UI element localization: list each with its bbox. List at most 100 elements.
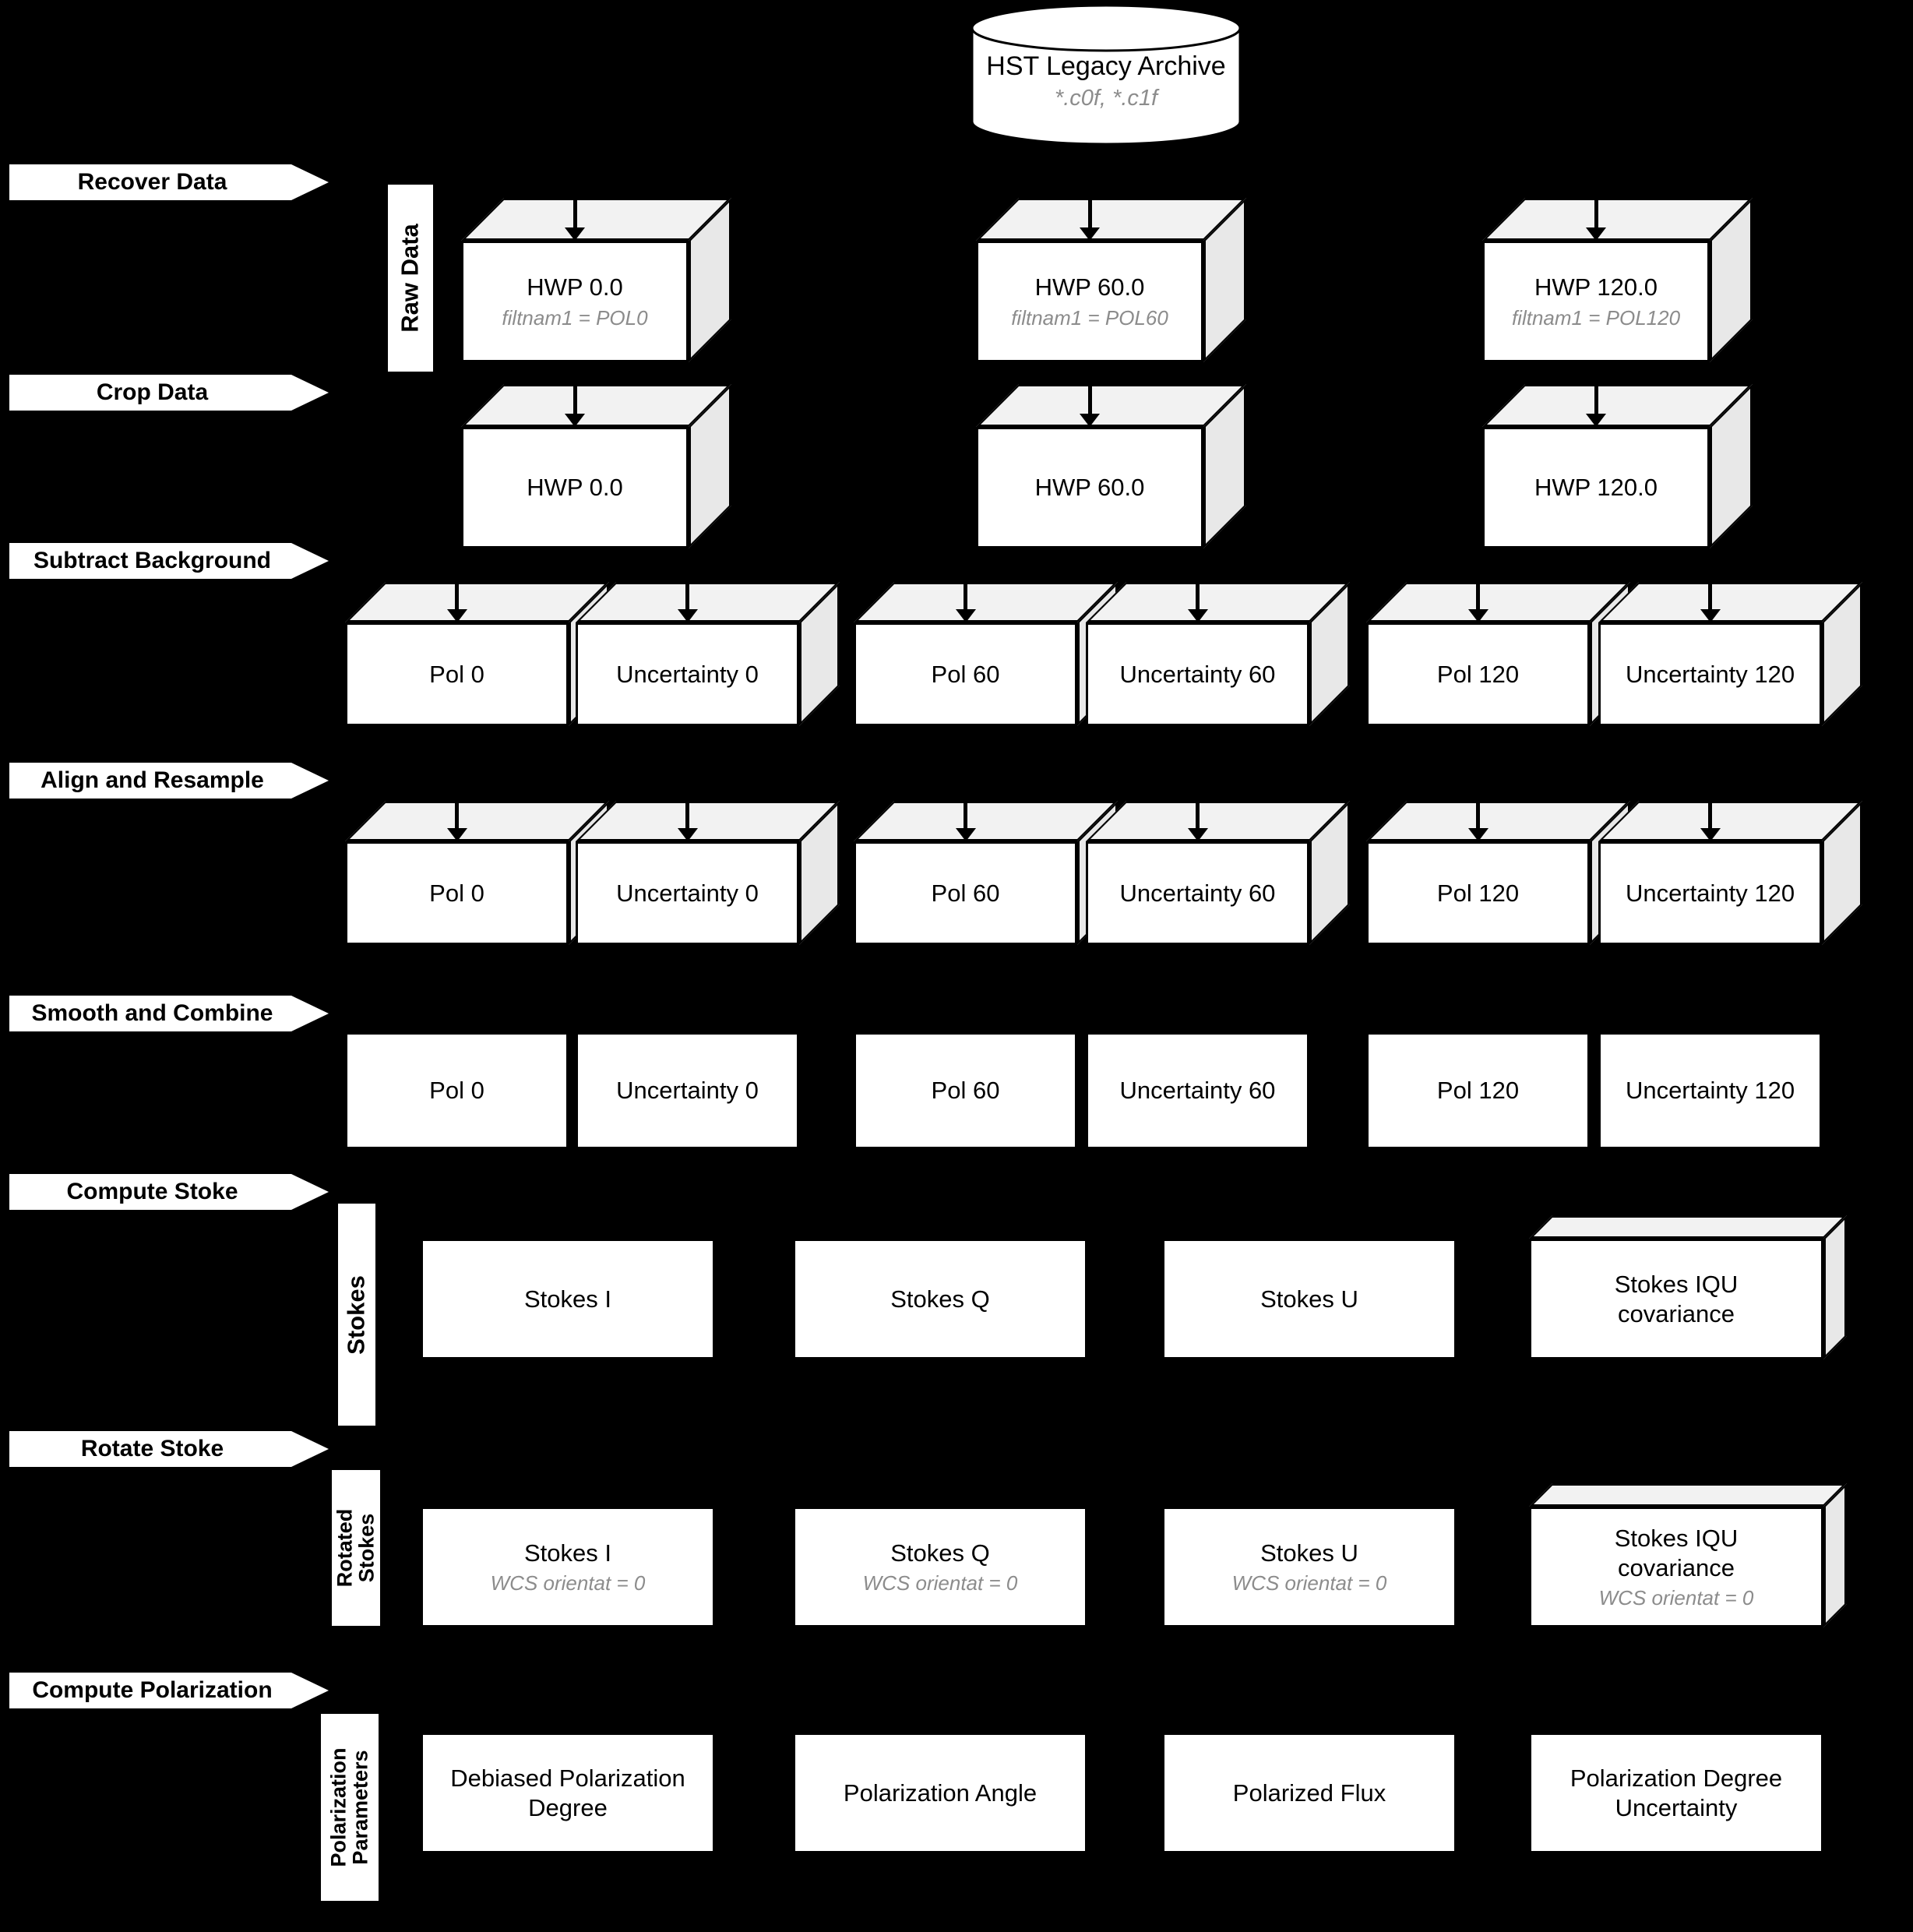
box-subtitle: filtnam1 = POL120 <box>1511 305 1681 330</box>
box-front-face: Uncertainty 120 <box>1598 622 1822 726</box>
stage-banner-recover-data: Recover Data <box>9 164 329 200</box>
box-title: Pol 0 <box>429 660 484 688</box>
box-top-face <box>576 582 840 622</box>
box-smooth-unc0: Uncertainty 0 <box>576 1032 799 1149</box>
box-title: Uncertainty 120 <box>1625 1077 1795 1105</box>
box-title: Stokes IQU covariance <box>1614 1271 1739 1327</box>
box-front-face: HWP 0.0 filtnam1 = POL0 <box>461 241 689 362</box>
box-front-face: Pol 60 <box>854 622 1077 726</box>
box-rotated-stokes-i: Stokes I WCS orientat = 0 <box>421 1507 715 1627</box>
box-title: Uncertainty 60 <box>1119 1077 1276 1105</box>
box-front-face: HWP 120.0 <box>1482 427 1710 548</box>
archive-title: HST Legacy Archive <box>986 51 1226 81</box>
box-stokes-i: Stokes I <box>421 1239 715 1359</box>
box-front-face: HWP 60.0 <box>976 427 1203 548</box>
box-align-unc120: Uncertainty 120 <box>1598 781 1862 945</box>
box-stokes-iqu-covariance: Stokes IQU covariance <box>1529 1215 1847 1359</box>
box-title: Uncertainty 0 <box>616 660 759 688</box>
box-title: HWP 60.0 <box>1034 273 1145 301</box>
box-top-face <box>461 384 731 427</box>
down-arrow-icon <box>565 178 585 241</box>
box-title: Pol 120 <box>1436 1077 1520 1105</box>
cylinder-shape-icon <box>971 4 1242 146</box>
box-subtitle: filtnam1 = POL60 <box>1011 305 1168 330</box>
box-subtract-pol120: Pol 120 <box>1366 562 1630 726</box>
box-top-face <box>1366 801 1630 841</box>
box-front-face: HWP 0.0 <box>461 427 689 548</box>
box-align-unc0: Uncertainty 0 <box>576 781 840 945</box>
box-smooth-unc60: Uncertainty 60 <box>1086 1032 1309 1149</box>
box-subtract-unc60: Uncertainty 60 <box>1086 562 1350 726</box>
box-front-face: Uncertainty 60 <box>1086 622 1309 726</box>
box-polarization-angle: Polarization Angle <box>793 1733 1087 1853</box>
box-raw-hwp0: HWP 0.0 filtnam1 = POL0 <box>461 178 731 362</box>
box-title: Stokes Q <box>890 1539 990 1567</box>
box-title: HWP 120.0 <box>1534 474 1658 502</box>
box-title: Pol 60 <box>931 879 1000 907</box>
box-title: Uncertainty 0 <box>616 1077 759 1105</box>
down-arrow-icon <box>1586 365 1606 427</box>
side-label-text: Stokes <box>342 1274 370 1355</box>
side-label-text: Raw Data <box>396 224 424 333</box>
box-front-face: HWP 120.0 filtnam1 = POL120 <box>1482 241 1710 362</box>
down-arrow-icon <box>565 365 585 427</box>
box-top-face <box>854 801 1118 841</box>
box-title: Stokes Q <box>890 1285 990 1313</box>
box-title: Polarization Angle <box>843 1779 1038 1807</box>
box-front-face: Uncertainty 0 <box>576 622 799 726</box>
box-top-face <box>1086 582 1350 622</box>
box-title: Stokes IQU covariance <box>1614 1525 1739 1581</box>
side-label-text: Polarization Parameters <box>326 1747 372 1867</box>
box-align-pol120: Pol 120 <box>1366 781 1630 945</box>
box-front-face: Uncertainty 0 <box>576 841 799 945</box>
archive-cylinder: HST Legacy Archive *.c0f, *.c1f <box>970 3 1242 147</box>
box-side-face <box>1823 1483 1847 1627</box>
box-title: Uncertainty 60 <box>1119 660 1276 688</box>
box-top-face <box>1366 582 1630 622</box>
side-label-raw-data: Raw Data <box>388 185 433 372</box>
box-front-face: Uncertainty 120 <box>1598 841 1822 945</box>
box-title: Pol 120 <box>1436 660 1520 688</box>
side-label-stokes: Stokes <box>338 1204 375 1426</box>
box-align-unc60: Uncertainty 60 <box>1086 781 1350 945</box>
box-smooth-pol120: Pol 120 <box>1366 1032 1590 1149</box>
down-arrow-icon <box>1080 365 1100 427</box>
box-title: Pol 60 <box>931 660 1000 688</box>
down-arrow-icon <box>1467 781 1488 841</box>
down-arrow-icon <box>446 781 467 841</box>
box-raw-hwp60: HWP 60.0 filtnam1 = POL60 <box>976 178 1246 362</box>
box-title: Pol 60 <box>931 1077 1000 1105</box>
box-smooth-unc120: Uncertainty 120 <box>1598 1032 1822 1149</box>
box-title: HWP 60.0 <box>1034 474 1145 502</box>
box-polarized-flux: Polarized Flux <box>1162 1733 1457 1853</box>
box-front-face: HWP 60.0 filtnam1 = POL60 <box>976 241 1203 362</box>
box-top-face <box>1529 1215 1847 1239</box>
box-front-face: Stokes IQU covariance WCS orientat = 0 <box>1529 1507 1823 1627</box>
box-top-face <box>461 198 731 241</box>
box-debiased-polarization-degree: Debiased Polarization Degree <box>421 1733 715 1853</box>
box-front-face: Pol 0 <box>345 841 569 945</box>
box-crop-hwp120: HWP 120.0 <box>1482 365 1753 548</box>
down-arrow-icon <box>1586 178 1606 241</box>
box-title: Polarization Degree Uncertainty <box>1570 1765 1783 1821</box>
down-arrow-icon <box>955 562 976 622</box>
down-arrow-icon <box>1700 781 1721 841</box>
box-title: Stokes U <box>1260 1285 1358 1313</box>
box-title: Polarized Flux <box>1232 1779 1386 1807</box>
down-arrow-icon <box>1467 562 1488 622</box>
box-subtitle: WCS orientat = 0 <box>862 1571 1018 1595</box>
box-top-face <box>1482 384 1753 427</box>
box-stokes-q: Stokes Q <box>793 1239 1087 1359</box>
box-rotated-stokes-u: Stokes U WCS orientat = 0 <box>1162 1507 1457 1627</box>
box-title: Uncertainty 120 <box>1625 660 1795 688</box>
box-top-face <box>976 198 1246 241</box>
box-subtract-pol60: Pol 60 <box>854 562 1118 726</box>
down-arrow-icon <box>677 781 698 841</box>
box-subtitle: WCS orientat = 0 <box>490 1571 646 1595</box>
box-title: Stokes I <box>524 1285 611 1313</box>
box-title: Uncertainty 120 <box>1625 879 1795 907</box>
box-subtitle: WCS orientat = 0 <box>1598 1585 1754 1609</box>
stage-banner-smooth-and-combine: Smooth and Combine <box>9 996 329 1031</box>
box-top-face <box>345 801 609 841</box>
